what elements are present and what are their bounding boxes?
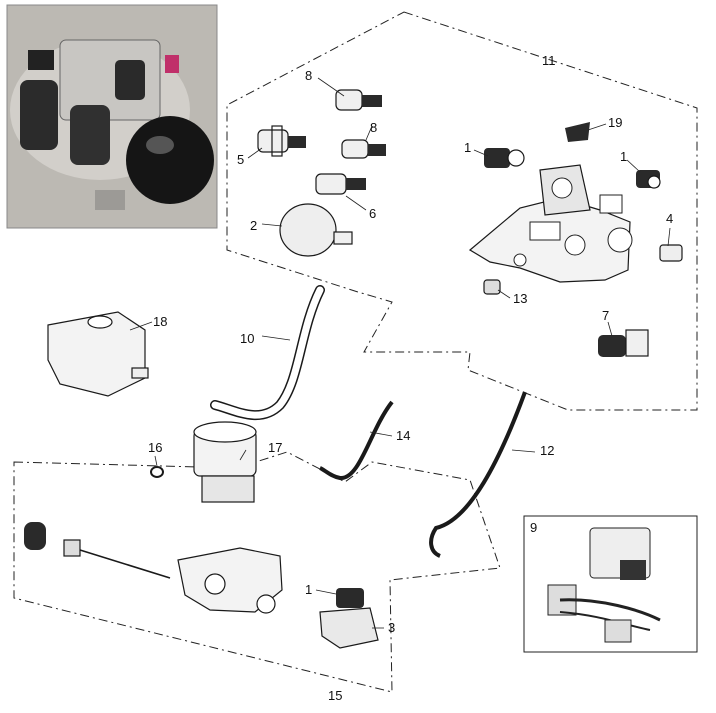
seal-16 bbox=[150, 466, 164, 478]
callout-6: 6 bbox=[369, 206, 376, 221]
callout-1a: 1 bbox=[464, 140, 471, 155]
leader-8b bbox=[365, 125, 373, 141]
nut-13 bbox=[483, 279, 501, 295]
solenoid-5 bbox=[257, 125, 306, 157]
photo-inset bbox=[6, 4, 218, 229]
callout-18: 18 bbox=[153, 314, 167, 329]
callout-15: 15 bbox=[328, 688, 342, 703]
leader-17 bbox=[239, 449, 247, 461]
callout-3: 3 bbox=[388, 620, 395, 635]
cap-19 bbox=[565, 122, 590, 142]
leader-4 bbox=[667, 227, 671, 247]
callout-9: 9 bbox=[530, 520, 537, 535]
pipe-12 bbox=[429, 391, 527, 558]
callout-12: 12 bbox=[540, 443, 554, 458]
caliper-3 bbox=[319, 588, 379, 649]
leader-5 bbox=[247, 147, 263, 159]
leader-7 bbox=[607, 321, 613, 337]
callout-16: 16 bbox=[148, 440, 162, 455]
valve-block bbox=[468, 164, 633, 283]
leader-18 bbox=[129, 321, 153, 331]
leader-14 bbox=[369, 431, 393, 437]
leader-2 bbox=[261, 223, 283, 227]
callout-7: 7 bbox=[602, 308, 609, 323]
leader-1b bbox=[626, 159, 641, 173]
callout-1c: 1 bbox=[305, 582, 312, 597]
group-15-outline bbox=[13, 451, 501, 693]
fitting-4 bbox=[659, 244, 683, 262]
callout-4: 4 bbox=[666, 211, 673, 226]
inset-9-assembly bbox=[547, 527, 661, 643]
solenoid-6 bbox=[315, 173, 366, 195]
leader-16 bbox=[154, 455, 158, 467]
callout-8b: 8 bbox=[370, 120, 377, 135]
callout-13: 13 bbox=[513, 291, 527, 306]
callout-14: 14 bbox=[396, 428, 410, 443]
leader-13 bbox=[497, 289, 511, 299]
pump-17 bbox=[193, 421, 257, 503]
callout-10: 10 bbox=[240, 331, 254, 346]
callout-2: 2 bbox=[250, 218, 257, 233]
accumulator-2 bbox=[279, 203, 353, 257]
sensor-1a bbox=[484, 148, 525, 168]
leader-8a bbox=[317, 77, 345, 97]
callout-11: 11 bbox=[542, 53, 556, 68]
cable-assembly bbox=[24, 522, 171, 579]
leader-19 bbox=[587, 123, 607, 131]
sensor-1b bbox=[636, 170, 661, 189]
solenoid-8b bbox=[341, 139, 386, 159]
callout-1b: 1 bbox=[620, 149, 627, 164]
callout-19: 19 bbox=[608, 115, 622, 130]
leader-6 bbox=[345, 195, 367, 211]
leader-1c bbox=[315, 589, 337, 595]
callout-8a: 8 bbox=[305, 68, 312, 83]
reservoir-18 bbox=[47, 311, 149, 397]
solenoid-8a bbox=[335, 89, 382, 111]
callout-17: 17 bbox=[268, 440, 282, 455]
leader-1a bbox=[473, 149, 489, 157]
solenoid-7 bbox=[598, 329, 649, 357]
callout-5: 5 bbox=[237, 152, 244, 167]
hose-10 bbox=[210, 285, 325, 420]
group-11-outline bbox=[226, 11, 698, 411]
bracket-assembly bbox=[177, 547, 283, 614]
leader-10 bbox=[261, 335, 291, 341]
leader-12 bbox=[511, 449, 536, 453]
pipe-14 bbox=[319, 400, 394, 480]
